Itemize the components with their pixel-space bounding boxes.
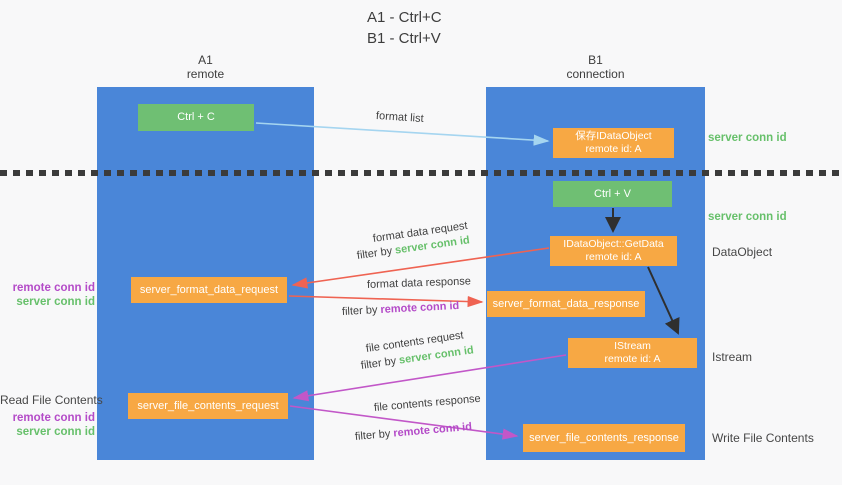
write-file-contents-annotation: Write File Contents bbox=[712, 431, 814, 445]
istream-annotation: Istream bbox=[712, 350, 753, 364]
ctrl-v-action-box: Ctrl + V bbox=[553, 181, 672, 207]
idataobject-getdata-box: IDataObject::GetData remote id: A bbox=[550, 236, 677, 266]
server-format-data-request-box: server_format_data_request bbox=[131, 277, 287, 303]
remote-conn-id-annotation: remote conn id bbox=[12, 412, 95, 424]
file-contents-response-filter-label: filter by remote conn id bbox=[354, 421, 472, 443]
istream-line1: IStream bbox=[614, 340, 651, 352]
file-response-label: server_file_contents_response bbox=[529, 431, 679, 444]
filter-by-text: filter by bbox=[360, 354, 400, 372]
istream-line2: remote id: A bbox=[604, 353, 661, 365]
ctrl-v-label: Ctrl + V bbox=[594, 187, 631, 200]
lifeline-header-b1: B1 connection bbox=[486, 53, 705, 81]
lifeline-header-a1: A1 remote bbox=[97, 53, 314, 81]
remote-conn-id-key: remote conn id bbox=[392, 420, 473, 440]
server-file-contents-response-box: server_file_contents_response bbox=[523, 424, 685, 452]
format-data-response-filter-label: filter by remote conn id bbox=[342, 300, 460, 318]
format-data-response-label: format data response bbox=[366, 275, 472, 291]
remote-conn-id-annotation: remote conn id bbox=[12, 282, 95, 294]
save-idataobject-box: 保存IDataObject remote id: A bbox=[553, 128, 674, 158]
diagram-title: A1 - Ctrl+C B1 - Ctrl+V bbox=[367, 7, 442, 49]
title-line-1: A1 - Ctrl+C bbox=[367, 9, 442, 26]
save-idataobject-line1: 保存IDataObject bbox=[575, 130, 652, 142]
getdata-line1: IDataObject::GetData bbox=[563, 238, 664, 250]
lifeline-a1-name: A1 bbox=[198, 53, 213, 67]
ctrl-c-action-box: Ctrl + C bbox=[138, 104, 254, 131]
server-conn-id-annotation-mid: server conn id bbox=[708, 211, 787, 223]
filter-by-text: filter by bbox=[356, 244, 396, 262]
format-response-label: server_format_data_response bbox=[492, 297, 640, 310]
file-contents-response-label: file contents response bbox=[373, 392, 482, 414]
server-format-data-response-box: server_format_data_response bbox=[487, 291, 645, 317]
getdata-line2: remote id: A bbox=[585, 251, 642, 263]
lifeline-b1-name: B1 bbox=[588, 53, 603, 67]
file-request-label: server_file_contents_request bbox=[137, 399, 279, 412]
remote-conn-id-key: remote conn id bbox=[380, 299, 460, 316]
save-idataobject-line2: remote id: A bbox=[585, 143, 642, 155]
server-file-contents-request-box: server_file_contents_request bbox=[128, 393, 288, 419]
ctrl-c-label: Ctrl + C bbox=[177, 111, 215, 123]
read-file-contents-annotation: Read File Contents bbox=[0, 393, 103, 407]
lifeline-b1-role: connection bbox=[566, 67, 625, 81]
format-request-label: server_format_data_request bbox=[139, 283, 279, 296]
left-conn-id-annotation-group-2: remote conn id server conn id bbox=[0, 411, 95, 439]
lifeline-a1-role: remote bbox=[186, 67, 225, 81]
filter-by-text: filter by bbox=[341, 303, 381, 318]
server-conn-id-annotation: server conn id bbox=[16, 296, 95, 308]
left-conn-id-annotation-group-1: remote conn id server conn id bbox=[0, 281, 95, 309]
dataobject-annotation: DataObject bbox=[712, 245, 773, 259]
filter-by-text: filter by bbox=[354, 427, 394, 443]
istream-box: IStream remote id: A bbox=[568, 338, 697, 368]
format-list-label: format list bbox=[375, 110, 424, 125]
server-conn-id-annotation-top: server conn id bbox=[708, 132, 787, 144]
server-conn-id-annotation: server conn id bbox=[16, 426, 95, 438]
phase-separator-dotted-line bbox=[0, 170, 842, 176]
title-line-2: B1 - Ctrl+V bbox=[367, 30, 441, 47]
